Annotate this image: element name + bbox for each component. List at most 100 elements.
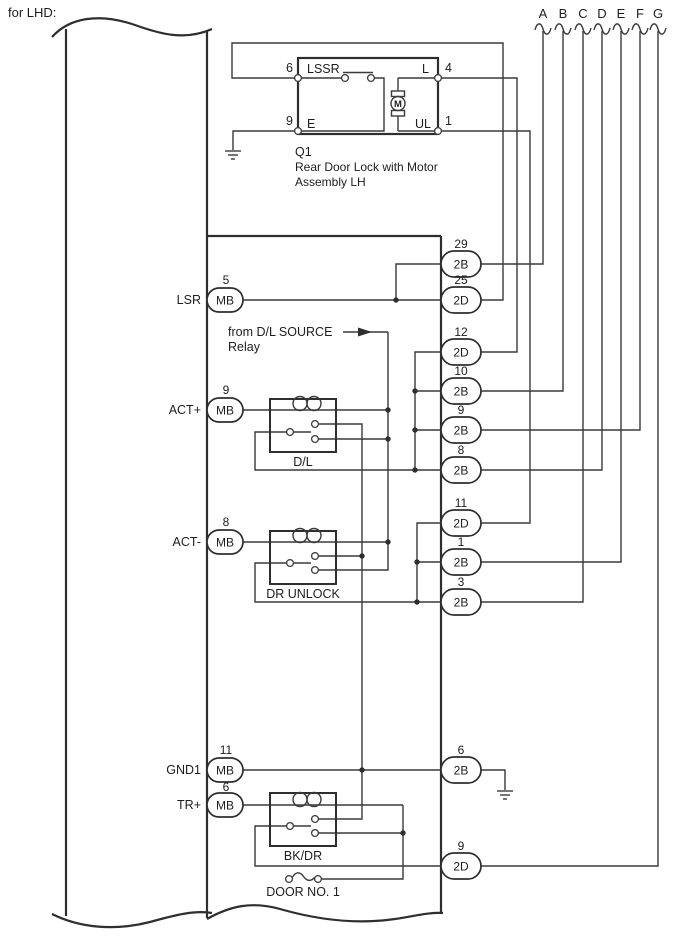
connector-code: 2D bbox=[453, 517, 469, 531]
relay-contact-upper bbox=[310, 419, 320, 429]
relay-coil-icon bbox=[306, 395, 322, 412]
q1-pin4-number: 4 bbox=[445, 61, 452, 75]
q1-pin-l-label: L bbox=[422, 62, 429, 76]
q1-terminal-4 bbox=[433, 73, 443, 83]
q1-pin-e-label: E bbox=[307, 117, 315, 131]
junction-dot bbox=[412, 388, 418, 394]
pin-number: 12 bbox=[454, 325, 468, 339]
connector-2b-pin-8: 8 2B bbox=[440, 443, 482, 484]
connector-oval bbox=[206, 397, 244, 423]
relay-label: D/L bbox=[293, 455, 313, 469]
junction-dot bbox=[414, 559, 420, 565]
wire-door-switch-feed bbox=[321, 805, 404, 880]
switch-terminal bbox=[313, 874, 323, 884]
pin-number: 6 bbox=[458, 743, 465, 757]
wire-break-icon bbox=[574, 23, 592, 35]
source-note-line2: Relay bbox=[228, 340, 261, 354]
connector-code: 2B bbox=[454, 556, 469, 570]
source-note-line1: from D/L SOURCE bbox=[228, 325, 332, 339]
ground-symbol bbox=[497, 790, 513, 800]
connector-oval bbox=[440, 286, 482, 314]
q1-ref: Q1 bbox=[295, 145, 312, 159]
relay-contact-common bbox=[285, 558, 295, 568]
connector-code: MB bbox=[216, 764, 234, 778]
wire-letter-g: G bbox=[653, 6, 663, 21]
left-ecu-strip bbox=[51, 17, 213, 929]
relay-dl: D/L bbox=[269, 395, 337, 469]
wire-break-icon bbox=[593, 23, 611, 35]
q1-switch-contact bbox=[366, 73, 376, 83]
wire-letter-f: F bbox=[636, 6, 644, 21]
relay-dr-unlock: DR UNLOCK bbox=[266, 527, 340, 601]
connector-code: MB bbox=[216, 536, 234, 550]
wire-2b6-ground bbox=[481, 769, 506, 790]
connector-2d-pin-9: 9 2D bbox=[440, 839, 482, 880]
connector-mb-pin-9: ACT+ 9 MB bbox=[169, 383, 244, 423]
wire-f bbox=[481, 31, 641, 431]
connector-oval bbox=[440, 588, 482, 616]
signal-label: GND1 bbox=[166, 763, 201, 777]
pin-number: 9 bbox=[458, 839, 465, 853]
connector-code: MB bbox=[216, 799, 234, 813]
harness-wires: A B C D E F G bbox=[481, 6, 667, 867]
connector-code: 2B bbox=[454, 385, 469, 399]
pin-number: 9 bbox=[223, 383, 230, 397]
connector-code: 2D bbox=[453, 346, 469, 360]
wire-c bbox=[481, 31, 584, 603]
relay-contact-common bbox=[285, 821, 295, 831]
connector-oval bbox=[440, 756, 482, 784]
variant-caption: for LHD: bbox=[8, 5, 56, 20]
arrow-right-icon bbox=[358, 327, 372, 337]
pin-number: 3 bbox=[458, 575, 465, 589]
pin-number: 29 bbox=[454, 237, 468, 251]
connector-2d-pin-12: 12 2D bbox=[440, 325, 482, 366]
torn-edge-bottom bbox=[51, 911, 213, 929]
relay-box bbox=[269, 530, 337, 585]
junction-dot bbox=[400, 830, 406, 836]
signal-label: ACT- bbox=[173, 535, 201, 549]
pin-number: 8 bbox=[458, 443, 465, 457]
relay-contact-lower bbox=[310, 565, 320, 575]
wire-letter-d: D bbox=[597, 6, 606, 21]
motor-icon: M bbox=[390, 77, 435, 132]
connector-mb-pin-5: LSR 5 MB bbox=[177, 273, 244, 313]
relay-contact-lower bbox=[310, 434, 320, 444]
signal-label: LSR bbox=[177, 293, 201, 307]
junction-dot bbox=[414, 599, 420, 605]
wire-g bbox=[481, 31, 659, 867]
connector-2b-pin-9: 9 2B bbox=[440, 403, 482, 444]
relay-box bbox=[269, 398, 337, 453]
connector-2d-pin-11: 11 2D bbox=[440, 496, 482, 537]
q1-switch-contact bbox=[340, 73, 350, 83]
q1-switch-to-e bbox=[301, 77, 385, 132]
connector-2b-pin-1: 1 2B bbox=[440, 535, 482, 576]
pin-number: 9 bbox=[458, 403, 465, 417]
connector-2b-pin-6: 6 2B bbox=[440, 743, 482, 784]
wire-unlock-splice bbox=[416, 522, 441, 602]
wire-break-icon bbox=[631, 23, 649, 35]
ground-symbol bbox=[225, 150, 241, 160]
wire-d bbox=[481, 31, 603, 471]
connector-code: MB bbox=[216, 294, 234, 308]
wire-contact-ground-bus bbox=[318, 423, 363, 820]
source-note: from D/L SOURCE Relay bbox=[228, 325, 332, 354]
switch-terminal bbox=[284, 874, 294, 884]
q1-title-line1: Rear Door Lock with Motor bbox=[295, 160, 438, 174]
q1-pin1-number: 1 bbox=[445, 114, 452, 128]
connector-oval bbox=[206, 287, 244, 313]
connector-oval bbox=[440, 456, 482, 484]
connector-mb-pin-8: ACT- 8 MB bbox=[173, 515, 244, 555]
relay-label: BK/DR bbox=[284, 849, 322, 863]
motor-brush-top bbox=[390, 90, 406, 98]
wire-lock-splice bbox=[414, 351, 441, 470]
connector-oval bbox=[206, 757, 244, 783]
junction-dot bbox=[359, 553, 365, 559]
wire-lssr-net bbox=[231, 42, 504, 301]
connector-code: 2D bbox=[453, 294, 469, 308]
wire-e-ground bbox=[232, 130, 295, 150]
relay-contact-upper bbox=[310, 551, 320, 561]
relay-coil-icon bbox=[306, 791, 322, 808]
wire-break-icon bbox=[534, 23, 552, 35]
junction-dot bbox=[385, 407, 391, 413]
